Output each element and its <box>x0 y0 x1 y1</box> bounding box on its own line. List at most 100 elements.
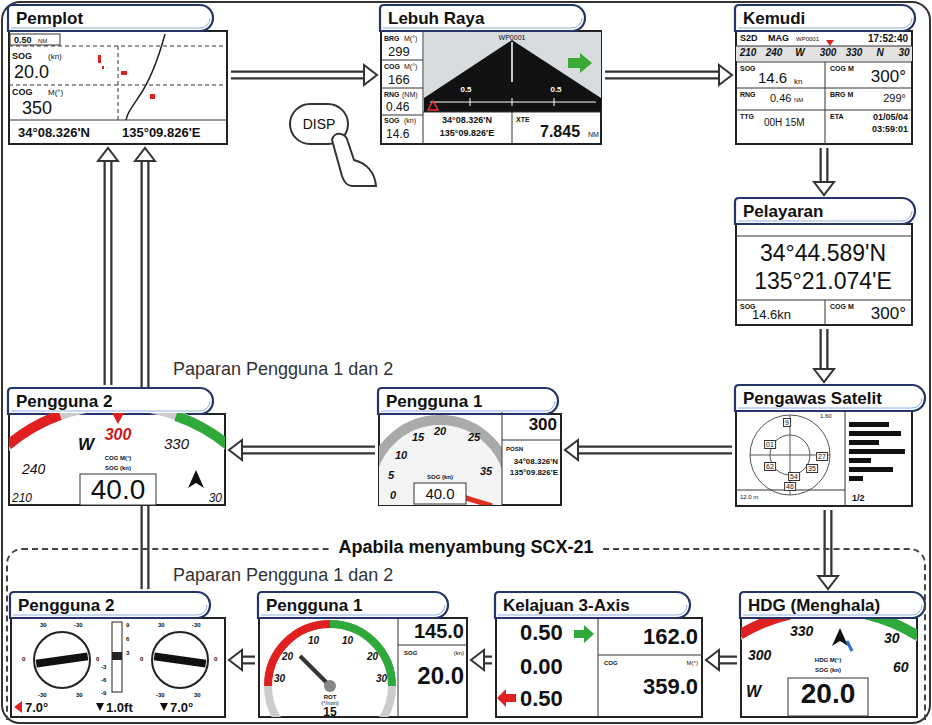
arrow-shaft <box>241 446 375 455</box>
screen-text: SOG <box>740 65 756 72</box>
arrow-shaft-inner <box>822 148 827 183</box>
screen-text: COG M <box>830 303 854 310</box>
screen-text: DISP <box>303 117 336 131</box>
screen-text: 240 <box>22 462 45 476</box>
speed-3axis-screen-part <box>497 689 516 707</box>
screen-text: 12.0 m <box>740 494 758 500</box>
screen-text: M(°) <box>48 89 63 97</box>
arrow-shaft-inner <box>241 448 375 453</box>
screen-title: HDG (Menghala) <box>748 597 880 614</box>
screen-text: 34°08.326'N <box>18 126 90 139</box>
screen-text: 0.50 <box>14 36 32 45</box>
screen-text: 14.6 <box>386 128 409 140</box>
screen-text: 0 <box>390 490 396 501</box>
screen-text: 01/05/04 <box>873 113 908 122</box>
screen-card <box>735 385 925 506</box>
screen-text: 40.0 <box>91 476 146 504</box>
screen-frame <box>736 411 912 506</box>
user2-compass-part <box>9 413 225 505</box>
screen-title: Pengguna 1 <box>386 393 482 410</box>
plotter-screen-part <box>121 71 127 75</box>
screen-card <box>258 592 467 717</box>
screen-card <box>740 592 925 717</box>
screen-text: 0.46 <box>770 93 791 104</box>
screen-text: 135°21.074'E <box>754 270 892 293</box>
screen-title: Kelajuan 3-Axis <box>503 597 630 614</box>
screen-text: 9 <box>783 418 791 427</box>
arrow-head <box>565 440 578 460</box>
screen-text: RNG <box>740 91 756 98</box>
highway-screen-part <box>512 98 513 106</box>
navigation-screen-part <box>736 300 912 301</box>
speed-3axis-screen-part <box>598 655 703 656</box>
arrow-head <box>135 148 155 161</box>
highway-screen-part-part <box>380 60 423 61</box>
arrow-shaft <box>824 510 833 577</box>
screen-text: 166 <box>388 73 410 86</box>
screen-text: 14.6 <box>758 70 787 85</box>
screen-text: 20 <box>367 652 378 662</box>
screen-text: COG M(°) <box>105 455 132 461</box>
flow-arrow <box>229 650 255 670</box>
screen-frame <box>259 618 467 717</box>
screen-text: BRG M <box>830 91 853 98</box>
arrow-shaft-inner <box>822 329 827 370</box>
arrow-head <box>229 440 242 460</box>
screen-text: Paparan Pengguna 1 dan 2 <box>173 566 393 584</box>
arrow-shaft <box>231 71 365 80</box>
screen-text: 20 <box>282 652 293 662</box>
screen-text: 350 <box>22 99 52 117</box>
screen-text: 0.5 <box>460 86 471 94</box>
screen-text: 135°09.826'E <box>440 129 494 138</box>
highway-screen-part <box>380 31 602 145</box>
title-tab <box>495 592 690 619</box>
screen-text: 34°44.589'N <box>760 242 886 265</box>
highway-screen-part-part <box>380 115 423 116</box>
screen-frame <box>9 31 227 144</box>
user2-compass-part <box>188 470 204 488</box>
speed-3axis-screen-part <box>598 618 599 718</box>
satellite-screen-part-part <box>849 449 905 454</box>
arrow-shaft <box>141 160 150 589</box>
arrow-shaft <box>241 656 255 665</box>
steering-screen-part-part <box>736 110 912 111</box>
screen-text: 299 <box>388 45 410 58</box>
highway-screen-part <box>424 32 601 112</box>
highway-screen-part-part <box>512 112 513 145</box>
plotter-screen-part <box>98 55 101 63</box>
highway-screen-part <box>428 101 438 110</box>
steering-screen-part-part <box>825 62 826 145</box>
screen-card <box>8 388 225 505</box>
screen-text: MAG <box>768 34 789 43</box>
user1-dial-part <box>502 440 562 441</box>
screen-text: 300 <box>105 427 132 443</box>
screen-text: N <box>876 48 883 58</box>
screen-text: 7.0° <box>170 701 193 714</box>
screen-text: -6 <box>101 677 106 683</box>
display-screen: Pengguna 1 <box>378 388 562 506</box>
screen-text: COG <box>12 88 33 97</box>
attitude-screen-part <box>160 703 168 711</box>
screen-text: 30 <box>898 48 909 58</box>
screen-text: -9 <box>101 690 106 696</box>
heading-compass-part <box>847 641 852 651</box>
screen-text: W <box>746 684 761 700</box>
screen-title: Pengguna 1 <box>266 597 362 614</box>
highway-screen-part <box>430 102 596 103</box>
screen-card <box>8 5 227 144</box>
screen-text: 1.0ft <box>106 701 133 714</box>
screen-text: 300 <box>529 416 557 433</box>
screen-text: SOG <box>404 650 417 656</box>
arrow-head <box>818 576 838 589</box>
screen-text: 15 <box>323 706 336 718</box>
screen-text: 3 <box>126 650 129 656</box>
screen-text: 210 <box>740 48 757 58</box>
screen-text: 162.0 <box>643 626 698 648</box>
screen-text: 0 <box>22 656 25 662</box>
arrow-shaft-inner <box>718 658 737 663</box>
screen-text: XTE <box>516 116 530 123</box>
highway-screen-part <box>470 98 471 106</box>
screen-text: 210 <box>12 492 32 504</box>
screen-text: 46 <box>784 482 796 491</box>
